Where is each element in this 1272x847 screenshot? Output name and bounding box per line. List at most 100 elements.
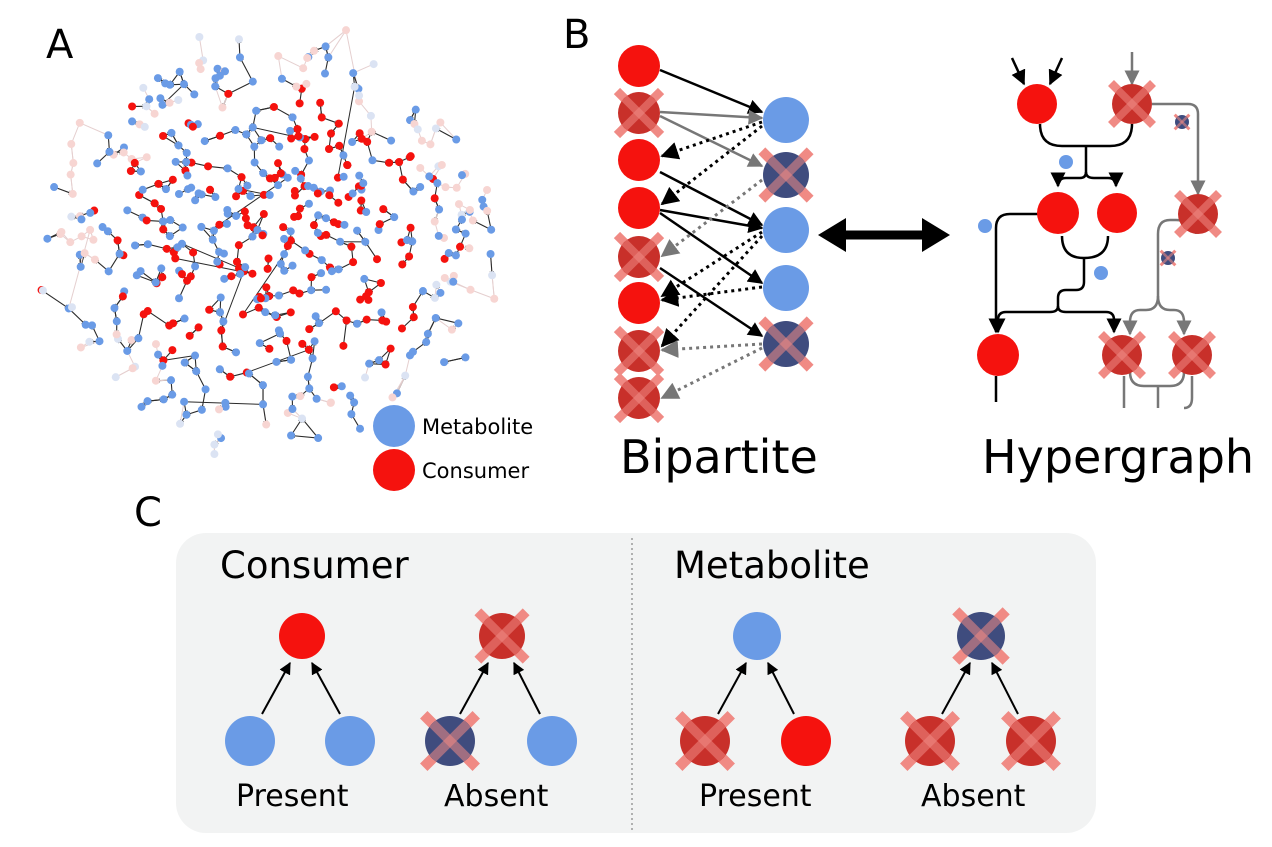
hypergraph-nodes	[977, 80, 1222, 379]
network-edge	[227, 81, 254, 95]
network-metabolite-node	[213, 64, 222, 73]
network-metabolite-node	[103, 227, 112, 236]
network-consumer-node	[483, 185, 492, 194]
network-consumer-node	[112, 330, 121, 339]
network-consumer-node	[126, 166, 135, 175]
network-consumer-node	[290, 191, 299, 200]
absent-consumer-node	[1108, 80, 1156, 128]
network-consumer-node	[310, 46, 319, 55]
panel-b: B	[563, 12, 1254, 484]
network-metabolite-node	[288, 261, 297, 270]
network-metabolite-node	[168, 390, 177, 399]
network-consumer-node	[266, 134, 275, 143]
network-consumer-node	[363, 137, 372, 146]
network-metabolite-node	[356, 424, 365, 433]
network-metabolite-node	[81, 320, 90, 329]
network-metabolite-node	[334, 265, 343, 274]
network-consumer-node	[262, 283, 271, 292]
network-metabolite-node	[191, 196, 200, 205]
network-consumer-node	[379, 205, 388, 214]
network-metabolite-node	[232, 348, 241, 357]
network-metabolite-node	[215, 365, 224, 374]
network-consumer-node	[151, 340, 160, 349]
edge	[660, 340, 763, 359]
network-consumer-node	[454, 200, 463, 209]
network-consumer-node	[171, 254, 180, 263]
network-metabolite-node	[175, 67, 184, 76]
network-metabolite-node	[231, 125, 240, 134]
network-metabolite-node	[166, 216, 175, 225]
network-metabolite-node	[303, 372, 312, 381]
network-consumer-node	[406, 223, 415, 232]
network-metabolite-node	[128, 117, 137, 126]
network-consumer-node	[142, 216, 151, 225]
network-metabolite-node	[93, 159, 102, 168]
network-consumer-node	[86, 225, 95, 234]
network-consumer-node	[232, 192, 241, 201]
network-metabolite-node	[234, 185, 243, 194]
network-metabolite-node	[86, 208, 95, 217]
network-metabolite-node	[139, 83, 148, 92]
network-consumer-node	[259, 190, 268, 199]
network-consumer-node	[326, 398, 335, 407]
network-consumer-node	[466, 285, 475, 294]
network-consumer-node	[215, 220, 224, 229]
network-metabolite-node	[136, 167, 145, 176]
network-metabolite-node	[143, 240, 152, 249]
network-metabolite-node	[175, 294, 184, 303]
network-metabolite-node	[211, 193, 220, 202]
network-metabolite-node	[174, 141, 183, 150]
edge	[660, 285, 763, 307]
network-metabolite-node	[487, 225, 496, 234]
network-metabolite-node	[180, 358, 189, 367]
network-consumer-node	[119, 148, 128, 157]
network-metabolite-node	[261, 308, 270, 317]
network-metabolite-node	[123, 346, 132, 355]
network-consumer-node	[342, 26, 351, 35]
network-consumer-node	[347, 242, 356, 251]
network-consumer-node	[274, 159, 283, 168]
network-metabolite-node	[192, 367, 201, 376]
network-metabolite-node	[413, 125, 422, 134]
network-metabolite-node	[317, 256, 326, 265]
network-metabolite-node	[452, 135, 461, 144]
network-consumer-node	[417, 136, 426, 145]
network-metabolite-node	[246, 192, 255, 201]
network-metabolite-node	[304, 156, 313, 165]
network-consumer-node	[282, 336, 291, 345]
network-consumer-node	[269, 102, 278, 111]
network-metabolite-node	[221, 398, 230, 407]
network-metabolite-node	[431, 124, 440, 133]
network-metabolite-node	[416, 182, 425, 191]
network-consumer-node	[294, 212, 303, 221]
network-consumer-node	[437, 160, 446, 169]
network-metabolite-node	[291, 166, 300, 175]
network-metabolite-node	[67, 303, 76, 312]
network-consumer-node	[447, 325, 456, 334]
network-consumer-node	[287, 134, 296, 143]
network-consumer-node	[361, 292, 370, 301]
network-consumer-node	[165, 321, 174, 330]
network-consumer-node	[263, 264, 272, 273]
network-metabolite-node	[315, 319, 324, 328]
network-metabolite-node	[213, 257, 222, 266]
network-metabolite-node	[191, 351, 200, 360]
network-consumer-node	[204, 162, 213, 171]
consumer-node	[1017, 84, 1057, 124]
absent-consumer-node	[613, 87, 665, 139]
network-consumer-node	[118, 292, 127, 301]
network-metabolite-node	[77, 215, 86, 224]
network-metabolite-node	[390, 213, 399, 222]
network-consumer-node	[426, 140, 435, 149]
network-metabolite-node	[173, 243, 182, 252]
network-metabolite-node	[271, 311, 280, 320]
network-metabolite-node	[488, 271, 497, 280]
metabolite-node	[763, 207, 809, 253]
network-consumer-node	[294, 132, 303, 141]
network-metabolite-node	[200, 137, 209, 146]
network-consumer-node	[127, 336, 136, 345]
network-consumer-node	[342, 316, 351, 325]
network-consumer-node	[67, 140, 76, 149]
network-consumer-node	[205, 305, 214, 314]
